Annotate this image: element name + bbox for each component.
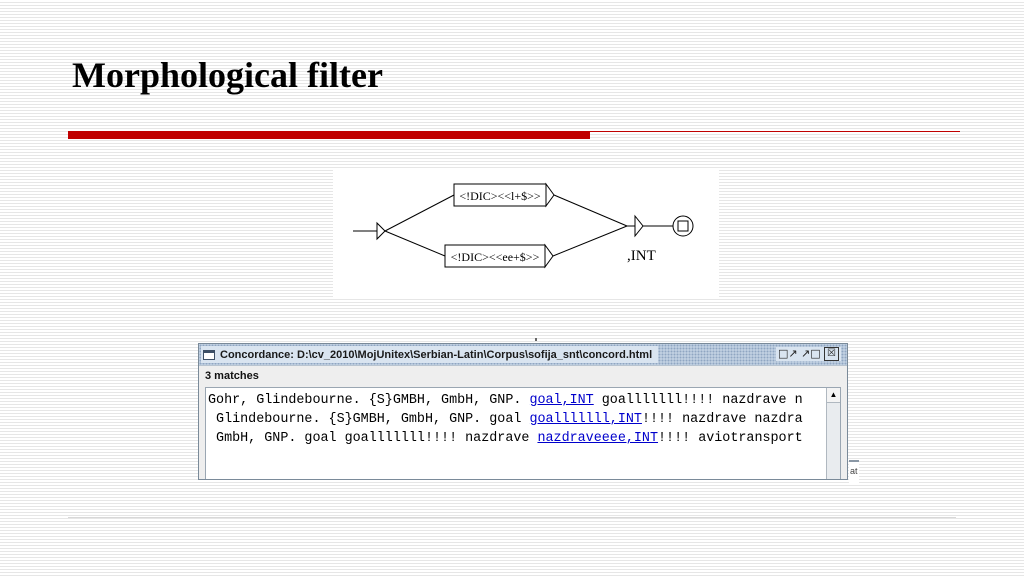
match-link[interactable]: goalllllll,INT — [529, 412, 642, 427]
matches-count: 3 matches — [199, 366, 847, 386]
edge-upper-merge — [553, 194, 628, 227]
footer-rule — [68, 517, 956, 518]
output-node — [634, 214, 644, 238]
lower-box-label: <!DIC><<ee+$>> — [451, 250, 540, 264]
unitex-graph: <!DIC><<l+$>> <!DIC><<ee+$>> ,INT — [333, 170, 719, 298]
right-context: goalllllll!!!! nazdrave n — [593, 393, 803, 408]
match-link[interactable]: goal,INT — [529, 393, 594, 408]
right-context: !!!! aviotransport — [658, 431, 803, 446]
title-rule-thin — [590, 131, 960, 132]
vertical-scrollbar[interactable]: ▲ — [826, 388, 840, 479]
fragment-text: at — [850, 466, 858, 476]
minimize-icon[interactable]: □↗ — [778, 347, 798, 360]
initial-state-arrow — [376, 221, 386, 241]
slide-title: Morphological filter — [72, 55, 383, 95]
concordance-lines: Gohr, Glindebourne. {S}GMBH, GmbH, GNP. … — [208, 391, 826, 448]
concordance-window[interactable]: Concordance: D:\cv_2010\MojUnitex\Serbia… — [198, 343, 848, 480]
close-icon[interactable]: ☒ — [824, 347, 839, 361]
title-rule-accent — [68, 131, 590, 139]
concordance-line: GmbH, GNP. goal goalllllll!!!! nazdrave … — [208, 429, 826, 448]
left-context: GmbH, GNP. goal goalllllll!!!! nazdrave — [208, 431, 538, 446]
left-context: Gohr, Glindebourne. {S}GMBH, GmbH, GNP. — [208, 393, 530, 408]
concordance-line: Glindebourne. {S}GMBH, GmbH, GNP. goal g… — [208, 410, 826, 429]
graph-diagram: <!DIC><<l+$>> <!DIC><<ee+$>> ,INT — [353, 182, 694, 269]
background-window-fragment: at — [849, 460, 859, 484]
edge-lower-merge — [552, 225, 628, 257]
scroll-up-arrow-icon[interactable]: ▲ — [827, 388, 840, 403]
upper-transition-box: <!DIC><<l+$>> — [453, 182, 555, 208]
left-context: Glindebourne. {S}GMBH, GmbH, GNP. goal — [208, 412, 530, 427]
edge-start-lower — [384, 230, 446, 257]
window-title: Concordance: D:\cv_2010\MojUnitex\Serbia… — [220, 348, 653, 361]
output-label: ,INT — [627, 248, 656, 264]
window-titlebar[interactable]: Concordance: D:\cv_2010\MojUnitex\Serbia… — [199, 344, 847, 366]
right-context: !!!! nazdrave nazdra — [641, 412, 803, 427]
upper-box-label: <!DIC><<l+$>> — [459, 189, 541, 203]
stray-mark — [535, 338, 537, 341]
lower-transition-box: <!DIC><<ee+$>> — [444, 243, 554, 269]
final-state-square — [677, 220, 689, 232]
window-controls: □↗ ↗□ ☒ — [776, 347, 841, 361]
edge-start-upper — [384, 194, 455, 232]
concordance-line: Gohr, Glindebourne. {S}GMBH, GmbH, GNP. … — [208, 391, 826, 410]
maximize-icon[interactable]: ↗□ — [801, 347, 821, 360]
concordance-text-area[interactable]: Gohr, Glindebourne. {S}GMBH, GmbH, GNP. … — [205, 387, 841, 479]
match-link[interactable]: nazdraveeee,INT — [537, 431, 659, 446]
window-icon — [203, 349, 215, 360]
title-pill: Concordance: D:\cv_2010\MojUnitex\Serbia… — [201, 346, 659, 363]
final-state — [672, 215, 694, 237]
